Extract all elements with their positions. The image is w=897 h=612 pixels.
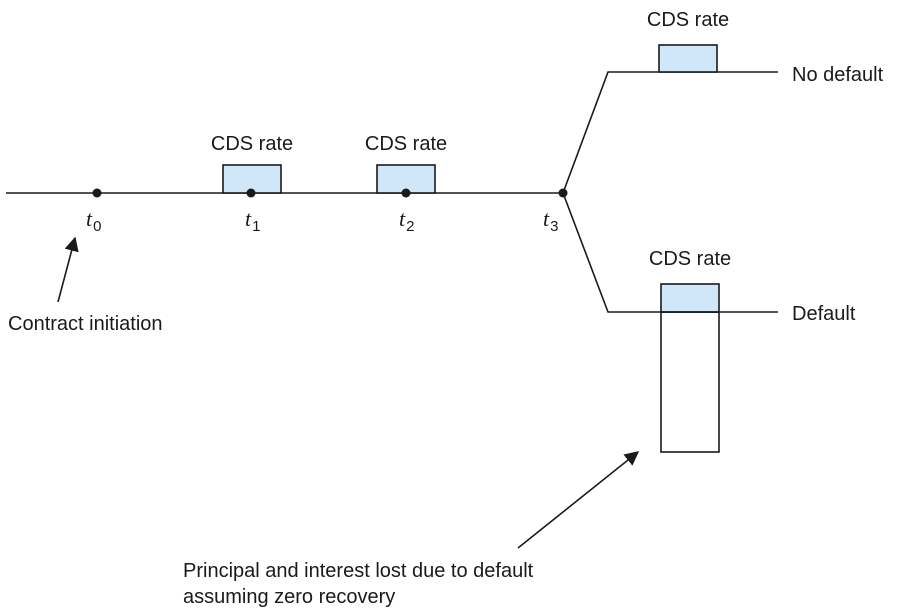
time-label-t0: t0	[86, 206, 101, 235]
time-label-t3: t3	[543, 206, 558, 235]
time-point-t1	[246, 188, 256, 198]
cds-rate-label-default: CDS rate	[649, 248, 731, 270]
cds-payment-box-t2	[376, 164, 436, 194]
cds-payment-box-t1	[222, 164, 282, 194]
time-label-t1: t1	[245, 206, 260, 235]
initiation-arrow	[57, 236, 79, 303]
cds-payment-box-no-default	[658, 44, 718, 73]
cds-rate-label-t2: CDS rate	[365, 133, 447, 155]
time-point-t2	[401, 188, 411, 198]
cds-payment-box-default	[660, 283, 720, 313]
default-label: Default	[792, 303, 856, 325]
time-point-t0	[92, 188, 102, 198]
no-default-label: No default	[792, 64, 884, 86]
default-branch	[562, 192, 778, 313]
no-default-branch	[562, 71, 778, 194]
loss-arrow	[517, 451, 640, 549]
cds-rate-label-no-default: CDS rate	[647, 9, 729, 31]
loss-annotation-line2: assuming zero recovery	[183, 586, 395, 608]
time-point-t3	[558, 188, 568, 198]
cds-rate-label-t1: CDS rate	[211, 133, 293, 155]
loss-annotation-line1: Principal and interest lost due to defau…	[183, 560, 534, 582]
time-label-t2: t2	[399, 206, 414, 235]
contract-initiation-label: Contract initiation	[8, 313, 163, 335]
loss-box	[660, 311, 720, 453]
